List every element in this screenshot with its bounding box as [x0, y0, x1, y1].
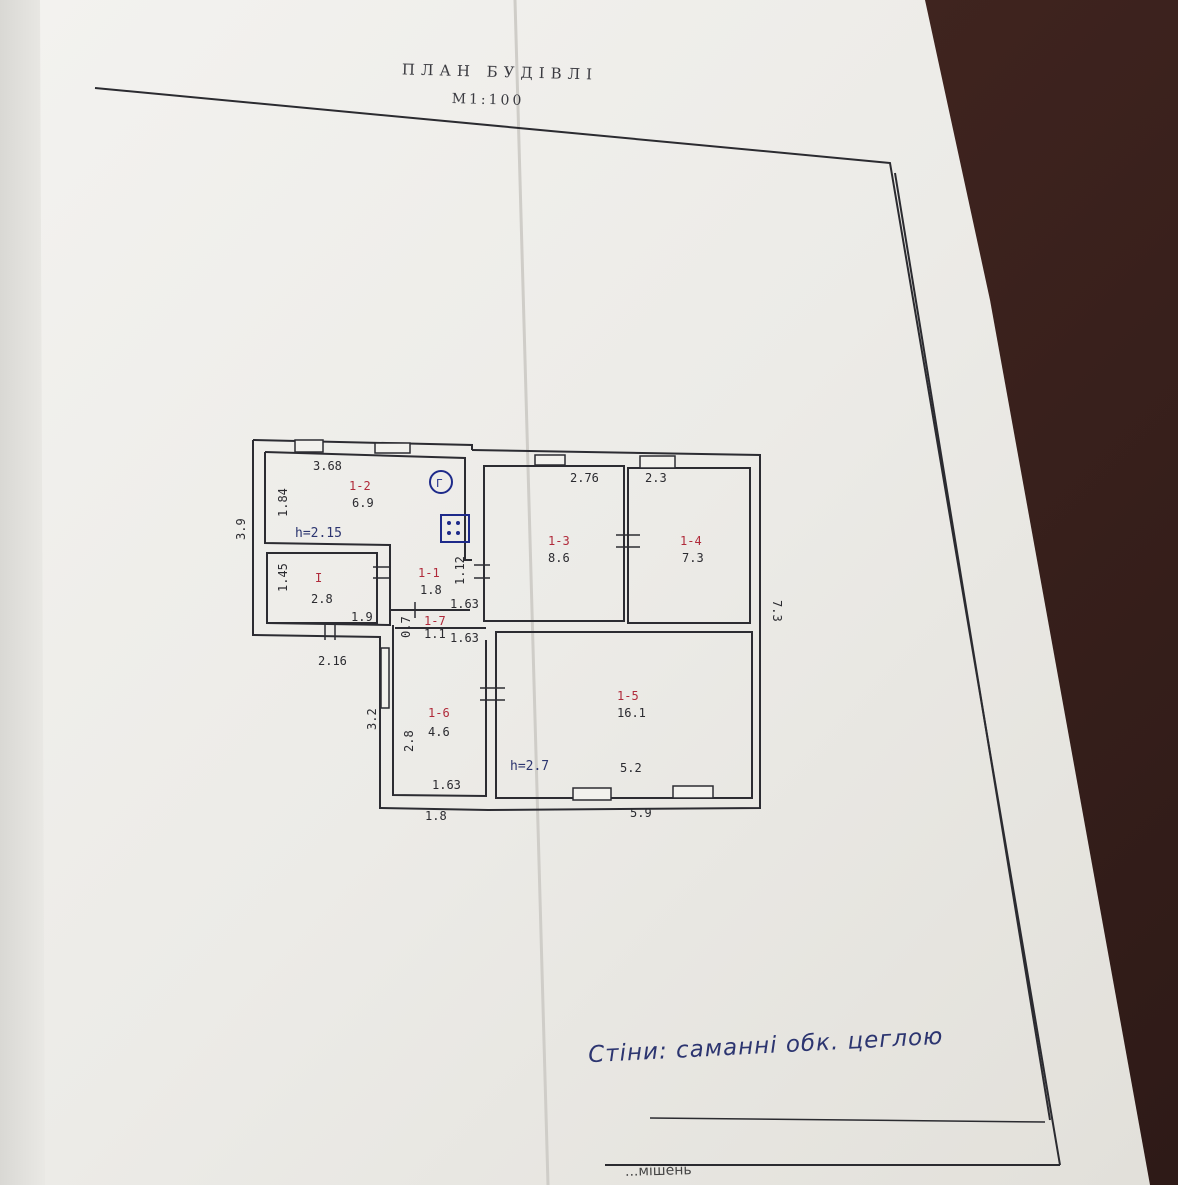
dim-1-63b: 1.63 — [450, 631, 479, 645]
room-area-1-3: 8.6 — [548, 551, 570, 565]
room-id-1-6: 1-6 — [428, 706, 450, 720]
dim-2-76: 2.76 — [570, 471, 599, 485]
doors — [324, 534, 640, 701]
room-area-1-2: 6.9 — [352, 496, 374, 510]
windows — [294, 439, 714, 801]
room-id-1-1: 1-1 — [418, 566, 440, 580]
room-id-1-4: 1-4 — [680, 534, 702, 548]
room-id-I: I — [315, 571, 322, 585]
dim-1-9: 1.9 — [351, 610, 373, 624]
stove-icon — [440, 514, 470, 543]
boiler-mark: Г — [436, 477, 443, 490]
room-id-1-5: 1-5 — [617, 689, 639, 703]
main-sheet — [40, 0, 1150, 1185]
wall-top-left — [252, 439, 473, 450]
boiler-circle-icon — [429, 470, 453, 494]
height-label-1: h=2.15 — [295, 526, 342, 541]
dim-1-63a: 1.63 — [450, 597, 479, 611]
footer-fragment: ...мішень — [624, 1162, 692, 1180]
dim-3-9: 3.9 — [234, 518, 248, 540]
frame-bottom-line2 — [649, 1117, 1046, 1123]
dim-5-2: 5.2 — [620, 761, 642, 775]
room-area-1-6: 4.6 — [428, 725, 450, 739]
dim-3-68: 3.68 — [313, 459, 342, 473]
dim-1-12: 1.12 — [453, 556, 467, 585]
dim-2-3: 2.3 — [645, 471, 667, 485]
height-label-2: h=2.7 — [510, 759, 549, 774]
dim-5-9: 5.9 — [630, 806, 652, 820]
fold-line — [513, 0, 550, 1185]
dim-1-1: 1.1 — [424, 627, 446, 641]
room-area-I: 2.8 — [311, 592, 333, 606]
dim-1-63c: 1.63 — [432, 778, 461, 792]
dim-7-3: 7.3 — [770, 600, 784, 622]
room-id-1-2: 1-2 — [349, 479, 371, 493]
dim-0-7: 0.7 — [399, 616, 413, 638]
dim-2-16: 2.16 — [318, 654, 347, 668]
room-area-1-4: 7.3 — [682, 551, 704, 565]
floor-plan — [252, 439, 761, 812]
room-id-1-3: 1-3 — [548, 534, 570, 548]
frame-inner-right — [894, 172, 1051, 1121]
room-id-1-7: 1-7 — [424, 614, 446, 628]
dim-2-8: 2.8 — [402, 730, 416, 752]
dim-1-84: 1.84 — [276, 488, 290, 517]
room-area-1-1: 1.8 — [420, 583, 442, 597]
dim-1-8: 1.8 — [425, 809, 447, 823]
dim-1-45: 1.45 — [276, 563, 290, 592]
room-area-1-5: 16.1 — [617, 706, 646, 720]
dim-3-2: 3.2 — [365, 708, 379, 730]
